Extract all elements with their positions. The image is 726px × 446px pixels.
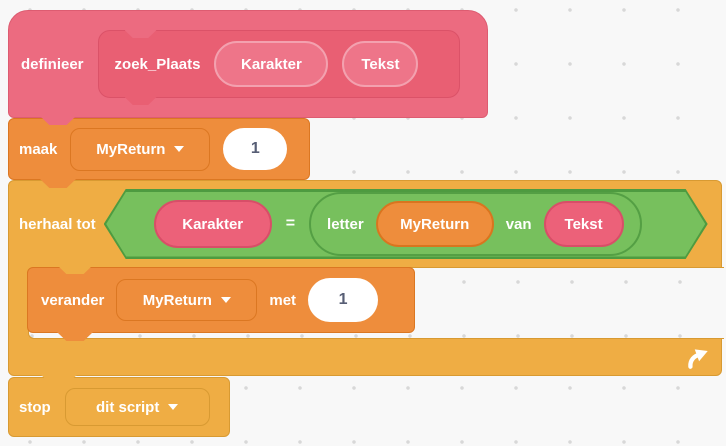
variable-dropdown[interactable]: MyReturn xyxy=(70,127,211,171)
dropdown-caret-icon xyxy=(174,146,185,152)
set-value-text: 1 xyxy=(250,140,260,157)
define-arg-tekst-label: Tekst xyxy=(361,55,400,73)
prototype-bottom-bump xyxy=(124,97,157,105)
define-arg-karakter[interactable]: Karakter xyxy=(214,41,329,87)
arg-reporter-karakter-label: Karakter xyxy=(182,215,244,233)
stop-block[interactable]: stop dit script xyxy=(8,377,230,437)
variable-reporter-myreturn[interactable]: MyReturn xyxy=(375,201,494,247)
repeat-keyword-label: herhaal tot xyxy=(19,215,96,233)
change-variable-block[interactable]: verander MyReturn met 1 xyxy=(27,267,415,333)
define-hat-block[interactable]: definieer zoek_Plaats Karakter Tekst xyxy=(8,10,488,118)
dropdown-caret-icon xyxy=(220,297,231,303)
arg-reporter-tekst[interactable]: Tekst xyxy=(543,201,624,247)
define-arg-karakter-label: Karakter xyxy=(240,55,302,73)
arg-reporter-karakter[interactable]: Karakter xyxy=(153,200,272,248)
change-variable-dropdown[interactable]: MyReturn xyxy=(116,279,258,321)
van-keyword-label: van xyxy=(505,215,532,233)
connector-bump xyxy=(40,116,76,125)
custom-block-prototype[interactable]: zoek_Plaats Karakter Tekst xyxy=(97,30,460,105)
set-keyword-label: maak xyxy=(19,140,58,158)
connector-bump xyxy=(40,179,76,188)
set-value-input[interactable]: 1 xyxy=(223,128,288,170)
letter-of-reporter-block[interactable]: letter MyReturn van Tekst xyxy=(309,192,642,256)
prototype-top-notch xyxy=(124,30,157,38)
variable-dropdown-value: MyReturn xyxy=(96,140,166,158)
equals-operator-label: = xyxy=(285,215,296,232)
set-variable-block[interactable]: maak MyReturn 1 xyxy=(8,118,310,180)
stop-keyword-label: stop xyxy=(19,398,51,416)
procedure-name-label: zoek_Plaats xyxy=(114,55,201,73)
change-keyword-label: verander xyxy=(41,291,105,309)
stop-option-value: dit script xyxy=(96,398,160,416)
variable-reporter-myreturn-label: MyReturn xyxy=(400,215,470,233)
change-value-text: 1 xyxy=(338,291,348,308)
stop-option-dropdown[interactable]: dit script xyxy=(64,388,210,426)
change-value-input[interactable]: 1 xyxy=(308,278,379,322)
connector-bump xyxy=(57,265,93,274)
arg-reporter-tekst-label: Tekst xyxy=(564,215,603,233)
connector-bump xyxy=(40,374,78,383)
met-keyword-label: met xyxy=(269,291,297,309)
dropdown-caret-icon xyxy=(168,404,179,410)
define-arg-tekst[interactable]: Tekst xyxy=(342,41,419,87)
repeat-until-header: herhaal tot Karakter = letter MyReturn xyxy=(9,181,723,267)
loop-arrow-icon xyxy=(688,349,708,369)
equals-operator-block[interactable]: Karakter = letter MyReturn van Tekst xyxy=(104,189,708,259)
letter-keyword-label: letter xyxy=(327,215,364,233)
change-variable-dropdown-value: MyReturn xyxy=(142,291,212,309)
define-keyword-label: definieer xyxy=(21,55,84,73)
connector-bump xyxy=(57,332,93,341)
